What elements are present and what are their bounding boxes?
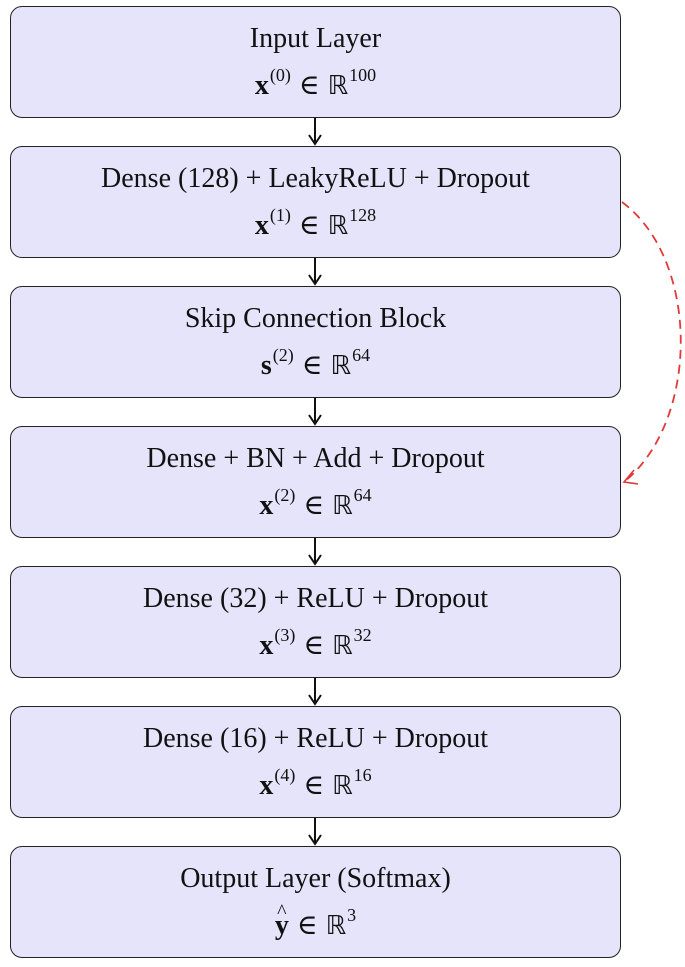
- math-dim: 16: [353, 764, 372, 785]
- math-var: x: [259, 629, 274, 661]
- math-set: ℝ: [332, 490, 353, 521]
- block-math: x(0) ∈ℝ100: [255, 58, 376, 103]
- block-math: x(2) ∈ℝ64: [259, 478, 371, 523]
- math-dim: 64: [352, 344, 371, 365]
- math-sup: (3): [274, 624, 296, 645]
- arrowhead-3-4: [308, 554, 322, 566]
- block-math: s(2) ∈ℝ64: [261, 338, 370, 383]
- math-var: x: [254, 69, 269, 101]
- math-dim: 64: [353, 484, 372, 505]
- block-input-layer: Input Layer x(0) ∈ℝ100: [10, 6, 621, 118]
- math-rel: ∈: [298, 69, 320, 101]
- arrowhead-0-1: [308, 134, 322, 146]
- math-var: s: [260, 349, 272, 381]
- block-math: x(4) ∈ℝ16: [259, 758, 371, 803]
- skip-connection-arrowhead: [622, 469, 639, 485]
- block-title: Dense (32) + ReLU + Dropout: [143, 582, 488, 614]
- math-set: ℝ: [332, 770, 353, 801]
- math-rel: ∈: [298, 209, 320, 241]
- math-rel: ∈: [303, 769, 325, 801]
- arrowhead-1-2: [308, 274, 322, 286]
- math-var: x: [259, 489, 274, 521]
- block-math: y∈ℝ3: [275, 898, 356, 943]
- math-set: ℝ: [330, 350, 352, 381]
- block-title: Dense (16) + ReLU + Dropout: [143, 722, 488, 754]
- math-dim: 128: [349, 204, 377, 225]
- block-title: Output Layer (Softmax): [180, 862, 451, 894]
- math-set: ℝ: [332, 630, 353, 661]
- block-dense-bn-add: Dense + BN + Add + Dropout x(2) ∈ℝ64: [10, 426, 621, 538]
- block-dense-32: Dense (32) + ReLU + Dropout x(3) ∈ℝ32: [10, 566, 621, 678]
- math-rel: ∈: [296, 909, 318, 941]
- math-var: y: [275, 909, 289, 943]
- block-title: Dense + BN + Add + Dropout: [146, 442, 485, 474]
- block-title: Dense (128) + LeakyReLU + Dropout: [101, 162, 530, 194]
- math-set: ℝ: [327, 210, 349, 241]
- math-rel: ∈: [303, 489, 325, 521]
- math-set: ℝ: [327, 70, 349, 101]
- skip-connection-arrow: [621, 201, 682, 483]
- block-dense-128: Dense (128) + LeakyReLU + Dropout x(1) ∈ℝ…: [10, 146, 621, 258]
- block-math: x(1) ∈ℝ128: [255, 198, 376, 243]
- math-dim: 3: [347, 904, 357, 925]
- math-rel: ∈: [301, 349, 323, 381]
- math-rel: ∈: [303, 629, 325, 661]
- block-title: Input Layer: [249, 22, 382, 54]
- math-sup: (0): [269, 64, 291, 85]
- math-set: ℝ: [325, 910, 347, 941]
- math-var: x: [254, 209, 269, 241]
- block-math: x(3) ∈ℝ32: [259, 618, 371, 663]
- math-sup: (4): [274, 764, 296, 785]
- math-var: x: [259, 769, 274, 801]
- arrowhead-5-6: [308, 834, 322, 846]
- arrowhead-2-3: [308, 414, 322, 426]
- block-output-layer: Output Layer (Softmax) y∈ℝ3: [10, 846, 621, 958]
- block-skip-connection: Skip Connection Block s(2) ∈ℝ64: [10, 286, 621, 398]
- arrowhead-4-5: [308, 694, 322, 706]
- math-dim: 32: [353, 624, 372, 645]
- block-title: Skip Connection Block: [184, 302, 447, 334]
- math-dim: 100: [349, 64, 377, 85]
- block-dense-16: Dense (16) + ReLU + Dropout x(4) ∈ℝ16: [10, 706, 621, 818]
- math-sup: (2): [274, 484, 296, 505]
- math-sup: (2): [272, 344, 294, 365]
- math-sup: (1): [269, 204, 291, 225]
